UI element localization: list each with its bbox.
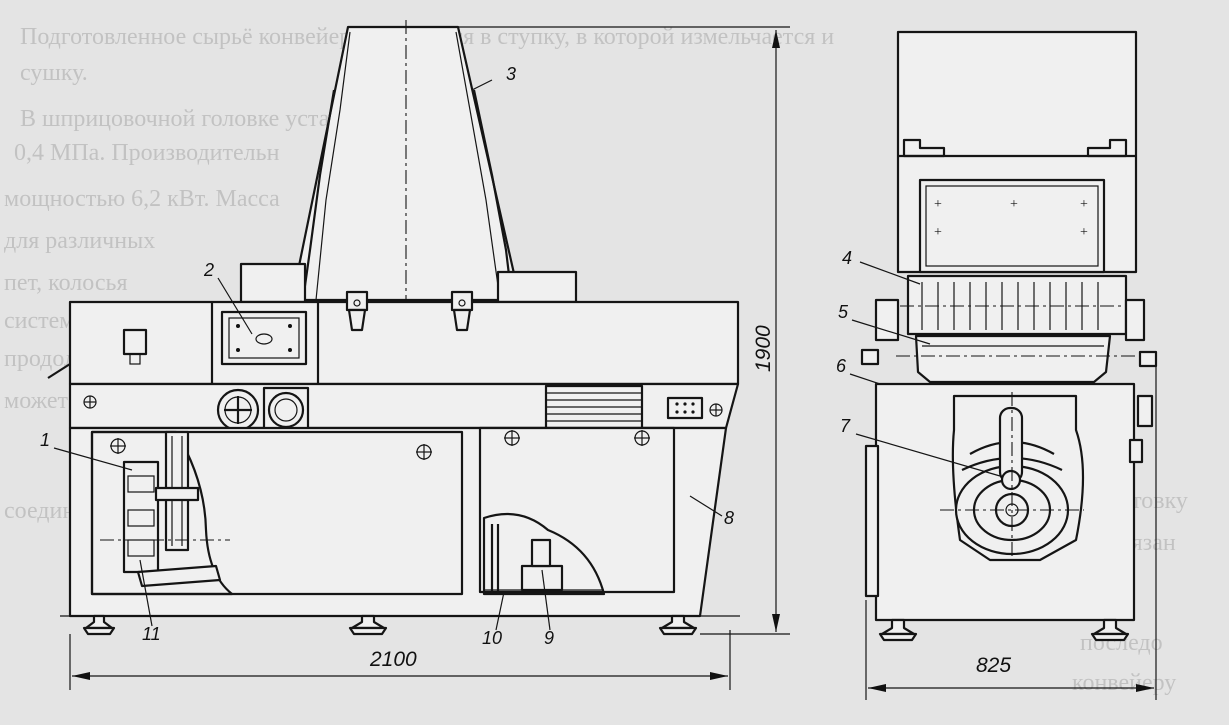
bg-line-2: сушку. [20, 60, 88, 86]
bg-line-15: конвейеру [1072, 670, 1176, 696]
dimension-width-front: 2100 [69, 630, 731, 690]
label-3: 3 [506, 64, 516, 84]
switch-box [122, 328, 148, 356]
upper-body [68, 300, 740, 386]
side-view: + + + + + [860, 30, 1158, 642]
svg-text:+: + [1010, 197, 1018, 212]
dimension-width-side: 825 [865, 360, 1157, 700]
svg-text:+: + [1080, 197, 1088, 212]
pump-cutaway [482, 512, 606, 596]
label-6: 6 [836, 356, 847, 376]
label-8: 8 [724, 508, 734, 528]
svg-text:+: + [934, 197, 942, 212]
side-window [918, 178, 1106, 274]
hopper [290, 20, 522, 310]
tray [914, 334, 1112, 384]
label-2: 2 [203, 260, 214, 280]
dim-2100: 2100 [369, 648, 417, 671]
label-1: 1 [40, 430, 50, 450]
dim-825: 825 [976, 654, 1011, 677]
handwheel-right [262, 386, 310, 434]
svg-text:+: + [1080, 225, 1088, 240]
leader-lines [53, 79, 1001, 631]
svg-text:+: + [934, 225, 942, 240]
control-panel [220, 310, 308, 366]
front-view [47, 20, 740, 636]
label-7: 7 [840, 416, 851, 436]
front-feet [82, 614, 698, 636]
label-11: 11 [142, 624, 161, 644]
bg-line-4: 0,4 МПа. Производительн [14, 140, 280, 166]
nozzle-left [345, 290, 369, 332]
bg-line-5: мощностью 6,2 кВт. Масса [4, 186, 280, 212]
nozzle-right [450, 290, 474, 332]
support-block-right [496, 270, 578, 304]
cutaway-mechanism [90, 430, 234, 596]
label-5: 5 [838, 302, 849, 322]
drive-assembly [940, 392, 1085, 562]
part-labels: 1 2 3 4 5 6 7 8 9 10 11 [40, 64, 852, 648]
bg-line-6: для различных [4, 228, 155, 254]
bg-line-7: пет, колосья [4, 270, 128, 296]
dim-1900: 1900 [752, 325, 775, 372]
dimension-height: 1900 [458, 26, 790, 635]
label-9: 9 [544, 628, 554, 648]
terminal-box [666, 396, 704, 420]
label-10: 10 [482, 628, 502, 648]
vent-grille [544, 384, 644, 430]
right-door [478, 426, 676, 594]
roller-grid [900, 274, 1132, 336]
support-block-left [239, 262, 307, 304]
handwheel-left [216, 388, 260, 432]
label-4: 4 [842, 248, 852, 268]
